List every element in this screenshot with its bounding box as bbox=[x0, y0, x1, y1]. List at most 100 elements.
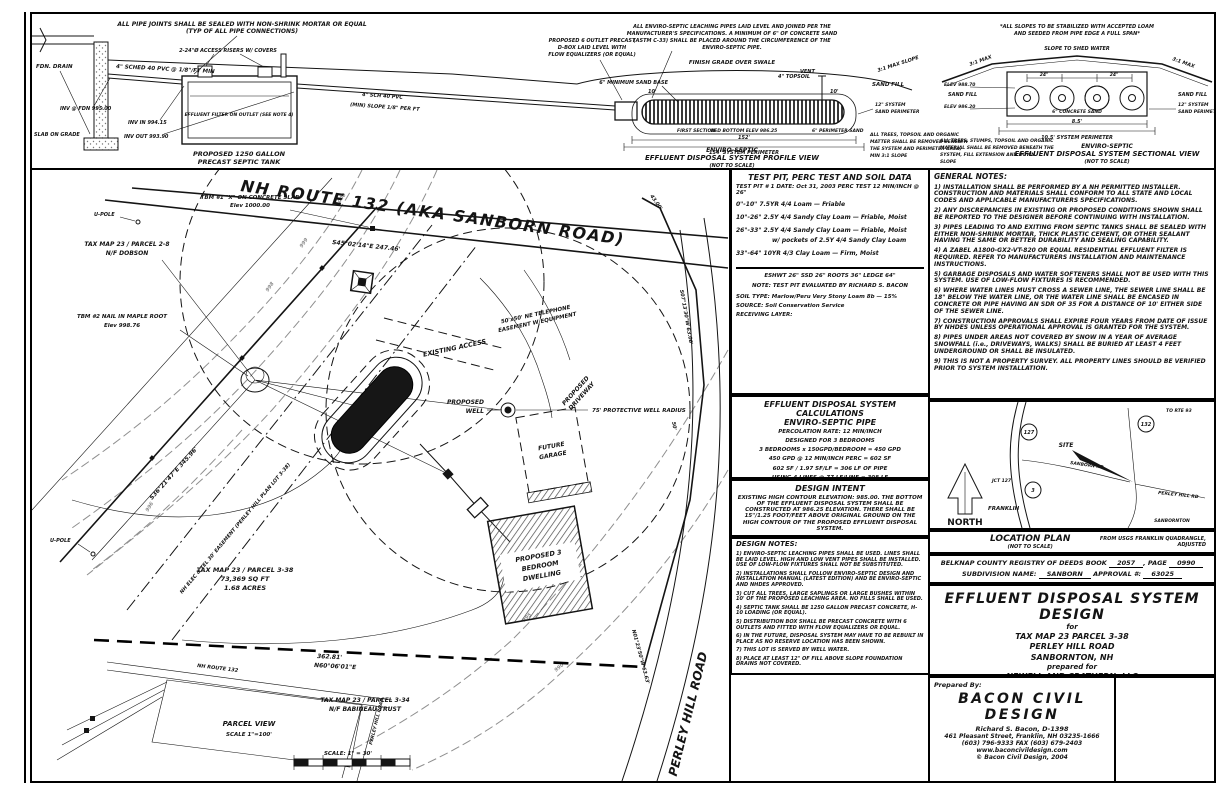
tank-caption-1: PROPOSED 1250 GALLON bbox=[193, 150, 286, 158]
section-sand-perimeter-1: 12" SYSTEM bbox=[1178, 102, 1209, 108]
perley-hill-road: PERLEY HILL ROAD bbox=[621, 217, 721, 781]
section-title-1: ENVIRO-SEPTIC bbox=[1081, 143, 1133, 150]
parcel-view-inset: NH ROUTE 132 PERLEY HILL ROAD PARCEL VIE… bbox=[56, 661, 393, 781]
jct-label: JCT 127 bbox=[991, 478, 1012, 484]
sectional-view-detail: *ALL SLOPES TO BE STABILIZED WITH ACCEPT… bbox=[939, 24, 1214, 165]
prepared-by-block: Prepared By: BACON CIVIL DESIGN Richard … bbox=[928, 676, 1216, 783]
title-block: EFFLUENT DISPOSAL SYSTEM DESIGN for TAX … bbox=[928, 584, 1216, 676]
first-section-label: FIRST SECTION bbox=[677, 128, 715, 134]
scale-bar: SCALE: 1" = 30' bbox=[293, 751, 411, 770]
subdivision-label: SUBDIVISION NAME: bbox=[962, 570, 1037, 578]
contour-label-990: 990 bbox=[553, 662, 565, 674]
perley-hill-rd-label: PERLEY HILL RD bbox=[1158, 490, 1199, 500]
calculations-panel: EFFLUENT DISPOSAL SYSTEM CALCULATIONS EN… bbox=[730, 395, 930, 479]
general-note: 2) ANY DISCREPANCIES IN EXISTING OR PROP… bbox=[934, 207, 1203, 221]
profile-title-3: (NOT TO SCALE) bbox=[709, 163, 754, 168]
section-note-1: *ALL SLOPES TO BE STABILIZED WITH ACCEPT… bbox=[1000, 24, 1154, 30]
contour-label-999: 999 bbox=[299, 237, 310, 249]
risers-label: 2-24"Ø ACCESS RISERS W/ COVERS bbox=[179, 47, 277, 54]
divider bbox=[736, 267, 924, 270]
tbm1-marker bbox=[370, 226, 375, 231]
profile-note-2: MANUFACTURER'S SPECIFICATIONS. A MINIMUM… bbox=[627, 31, 838, 37]
profile-note-4: ENVIRO-SEPTIC PIPE. bbox=[702, 45, 762, 51]
bed-width-dim: 8.5' bbox=[1072, 119, 1083, 125]
fifty-foot-label: 50' bbox=[670, 421, 677, 431]
site-label: SITE bbox=[1059, 442, 1075, 449]
calc-line: 3 BEDROOMS x 150GPD/BEDROOM = 450 GPD bbox=[759, 447, 901, 454]
north-arrow: NORTH bbox=[947, 462, 983, 528]
sand-fill-right-label: SAND FILL bbox=[1178, 92, 1207, 98]
firm-web: www.baconcivildesign.com bbox=[976, 747, 1068, 754]
test-pit-title: TEST PIT, PERC TEST AND SOIL DATA bbox=[748, 173, 912, 182]
sanborn-rd-label: SANBORN RD bbox=[1070, 460, 1105, 471]
profile-sand-perimeter-1: 12" SYSTEM bbox=[875, 102, 906, 108]
section-title-3: (NOT TO SCALE) bbox=[1084, 159, 1129, 165]
engineer-name: Richard S. Bacon, D-1398 bbox=[975, 725, 1069, 733]
prepared-for-word: prepared for bbox=[1047, 662, 1097, 671]
soil-layer: w/ pockets of 2.5Y 4/4 Sandy Clay Loam bbox=[772, 236, 907, 244]
design-note: 8) PLACE AT LEAST 12" OF FILL ABOVE SLOP… bbox=[736, 655, 903, 668]
joint-note-line2: (TYP OF ALL PIPE CONNECTIONS) bbox=[186, 28, 298, 35]
strip-note-3: SYSTEM, FILL EXTENSION AND DOWN bbox=[940, 152, 1035, 158]
pv-perley-label: PERLEY HILL ROAD bbox=[368, 697, 385, 745]
leach-bed-profile bbox=[641, 99, 845, 125]
location-plan-map: 127 3 132 TO RTE 93 SANBORN RD PERLEY HI… bbox=[947, 402, 1206, 528]
clear-note-3: THE SYSTEM AND PERIMETER AREA, bbox=[870, 146, 962, 152]
calc-line: 602 SF / 1.97 SF/LF = 306 LF OF PIPE bbox=[772, 465, 888, 472]
slope-left-label: 3:1 MAX bbox=[969, 54, 994, 68]
to-93-label: TO RTE 93 bbox=[1166, 408, 1192, 414]
profile-title-2: EFFLUENT DISPOSAL SYSTEM PROFILE VIEW bbox=[645, 154, 819, 162]
section-sand-perimeter-2: SAND PERIMETER bbox=[1178, 109, 1214, 115]
septic-tank-section-detail: ALL PIPE JOINTS SHALL BE SEALED WITH NON… bbox=[32, 21, 616, 166]
upole-left-label: U-POLE bbox=[50, 538, 71, 544]
intent-title: DESIGN INTENT bbox=[795, 484, 865, 493]
firm-name: BACON CIVIL DESIGN bbox=[958, 691, 1086, 723]
proposed-dwelling: PROPOSED 3 BEDROOM DWELLING bbox=[486, 505, 594, 625]
design-note: 3) CUT ALL TREES, LARGE SAPLINGS OR LARG… bbox=[736, 590, 923, 603]
finish-grade-label: FINISH GRADE OVER SWALE bbox=[689, 60, 775, 66]
sheet-binding-line bbox=[24, 12, 26, 783]
elev-top-label: ELEV 988.70 bbox=[944, 82, 975, 88]
future-garage: FUTURE GARAGE bbox=[515, 406, 593, 504]
proposed-well: PROPOSED WELL 75' PROTECTIVE WELL RADIUS bbox=[447, 399, 686, 418]
septic-tank-symbol bbox=[466, 496, 489, 519]
site-plan-box bbox=[30, 168, 731, 783]
copyright-line: © Bacon Civil Design, 2004 bbox=[976, 754, 1068, 761]
strip-note-4: SLOPE bbox=[940, 159, 957, 165]
franklin-label: FRANKLIN bbox=[988, 506, 1020, 512]
design-note: 2) INSTALLATIONS SHALL FOLLOW ENVIRO-SEP… bbox=[736, 570, 922, 588]
dbox-symbol bbox=[614, 101, 638, 121]
approval-label: APPROVAL #: bbox=[1093, 570, 1142, 578]
general-notes-title: GENERAL NOTES: bbox=[934, 172, 1007, 181]
design-notes-title: DESIGN NOTES: bbox=[736, 540, 798, 548]
profile-note-1: ALL ENVIRO-SEPTIC LEACHING PIPES LAID LE… bbox=[632, 24, 831, 30]
soil-layer: 10"-26" 2.5Y 4/4 Sandy Clay Loam — Friab… bbox=[736, 214, 907, 222]
parcel-2-8-label-1: TAX MAP 23 / PARCEL 2-8 bbox=[84, 241, 169, 248]
calc-line: USING 4 LINES @ 77 LF/LINE = 308 LF bbox=[771, 474, 889, 479]
general-note: 5) GARBAGE DISPOSALS AND WATER SOFTENERS… bbox=[934, 270, 1209, 285]
test-pit-header: TEST PIT # 1 DATE: Oct 31, 2003 PERC TES… bbox=[736, 184, 920, 197]
north-label: NORTH bbox=[947, 518, 982, 528]
sand-base-label: 6" MINIMUM SAND BASE bbox=[599, 80, 668, 86]
parcel-3-38-label-1: TAX MAP 23 / PARCEL 3-38 bbox=[197, 566, 294, 574]
leach-bed bbox=[313, 349, 431, 471]
bed-length-dim: 152' bbox=[738, 135, 750, 141]
spacing-dim-right: 24" bbox=[1110, 72, 1119, 78]
deed-line1b: , PAGE bbox=[1143, 559, 1167, 567]
strip-note-1: ALL TREES, STUMPS, TOPSOIL AND ORGANIC bbox=[939, 138, 1054, 144]
shed-water-label: SLOPE TO SHED WATER bbox=[1044, 46, 1110, 52]
contour-label-996: 996 bbox=[145, 501, 156, 513]
well-radius-label: 75' PROTECTIVE WELL RADIUS bbox=[592, 408, 686, 414]
bottom-dist-label: 362.81' bbox=[317, 653, 342, 661]
parcel-view-title: PARCEL VIEW bbox=[223, 720, 276, 728]
deed-page: 0990 bbox=[1169, 559, 1204, 568]
site-arrow bbox=[1072, 450, 1133, 482]
location-caption-row: LOCATION PLAN (NOT TO SCALE) FROM USGS F… bbox=[928, 530, 1216, 554]
calcs-title-1: EFFLUENT DISPOSAL SYSTEM CALCULATIONS bbox=[763, 400, 897, 418]
dbox-symbol-plan bbox=[442, 468, 454, 480]
dbox-note-1: PROPOSED 6 OUTLET PRECAST bbox=[549, 38, 636, 44]
design-note: 4) SEPTIC TANK SHALL BE 1250 GALLON PREC… bbox=[736, 604, 918, 617]
soil-type: SOIL TYPE: Marlow/Peru Very Stony Loam 8… bbox=[736, 293, 898, 300]
deed-book: 2057 bbox=[1109, 559, 1144, 568]
